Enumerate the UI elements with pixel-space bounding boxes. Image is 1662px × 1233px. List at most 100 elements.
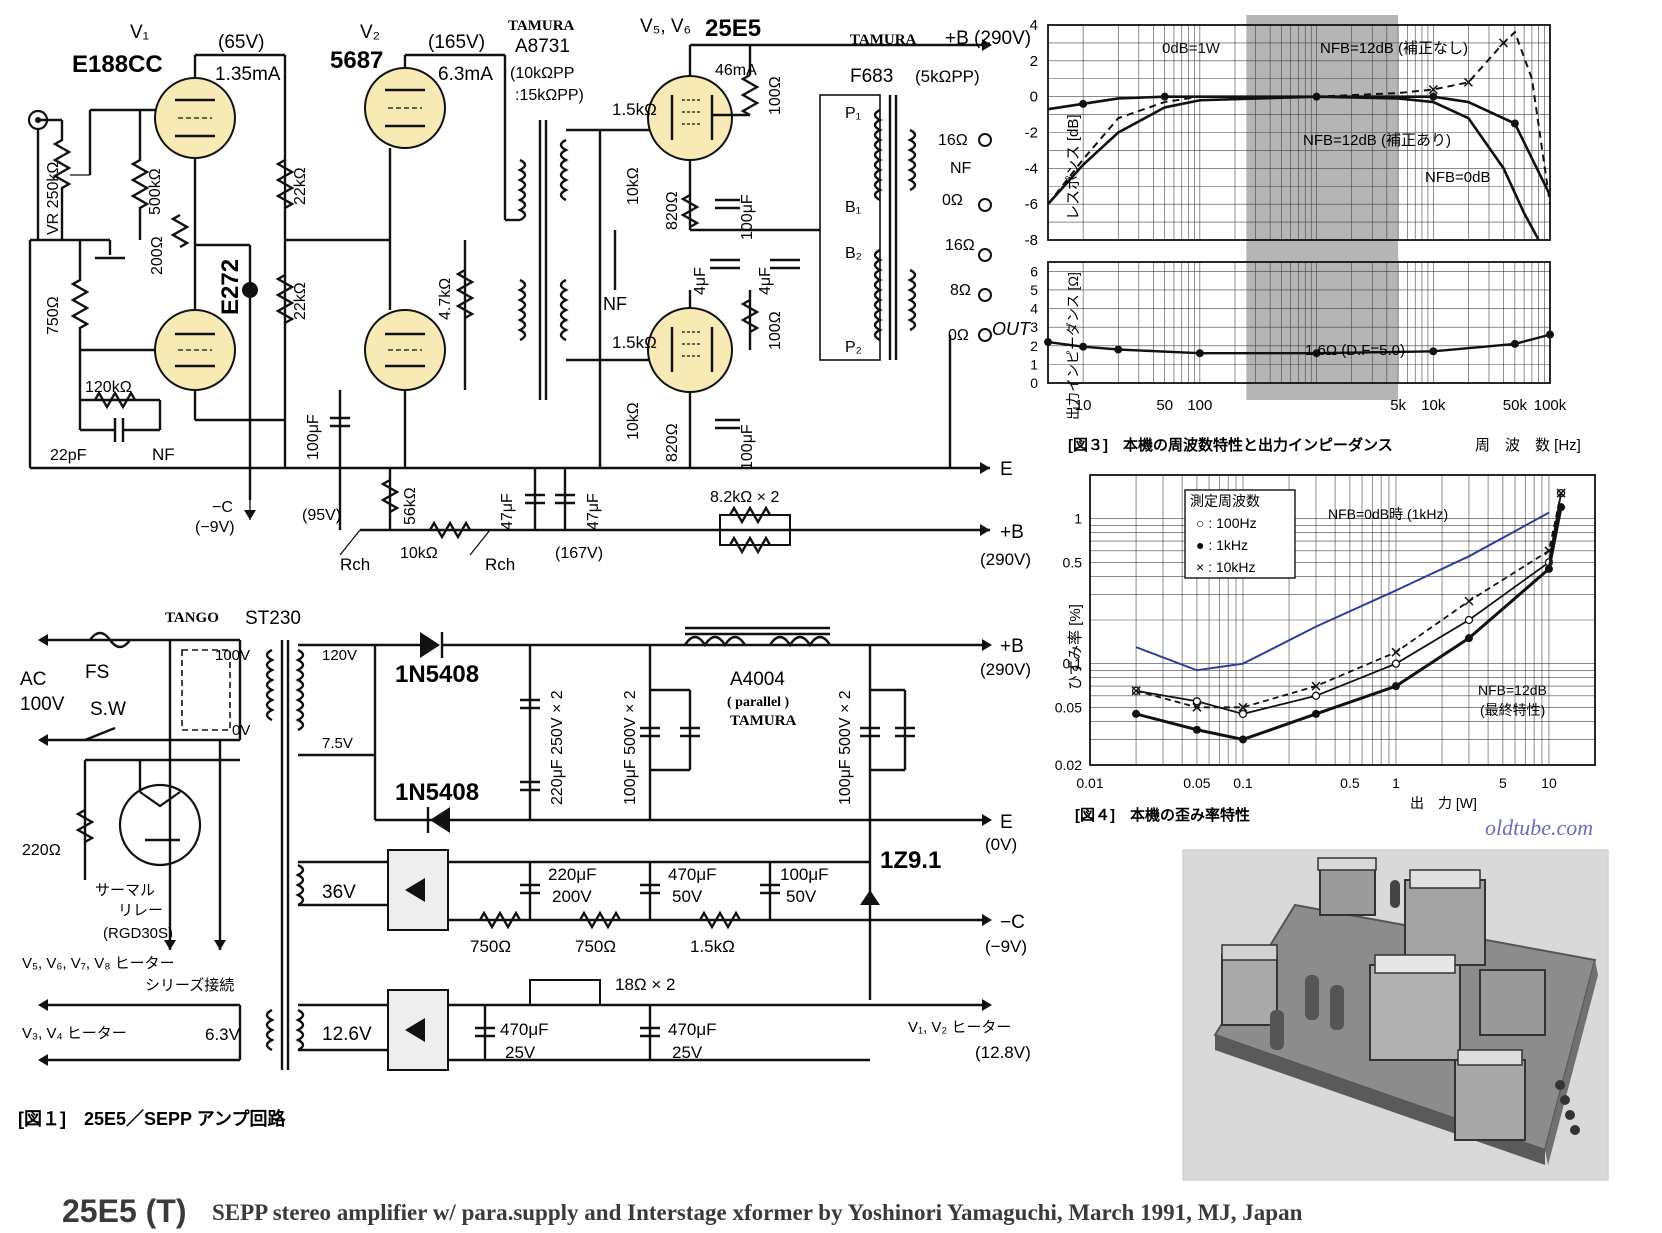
fig4-point bbox=[1311, 691, 1321, 700]
fig4-point bbox=[1131, 686, 1141, 696]
tapnf-label: NF bbox=[950, 160, 972, 177]
fig3-impedance-point bbox=[1510, 339, 1519, 348]
rch-b-label: Rch bbox=[485, 555, 515, 574]
fig3-impedance-point bbox=[1429, 347, 1438, 356]
diode1-label: 1N5408 bbox=[395, 661, 479, 688]
fig3-xtick: 50 bbox=[1156, 397, 1173, 414]
fig3-impedance-point bbox=[1195, 349, 1204, 358]
fig3-ytick-top: -8 bbox=[1025, 232, 1038, 249]
fig4-point bbox=[1238, 735, 1247, 744]
fuse-label: FS bbox=[85, 662, 109, 683]
c47u-b-label: 47μF bbox=[585, 493, 602, 530]
r100-b-label: 100Ω bbox=[767, 311, 784, 350]
fig3-ytick-bottom: 6 bbox=[1030, 263, 1038, 279]
r750-label: 750Ω bbox=[45, 296, 62, 335]
tube-v6-icon bbox=[647, 307, 733, 393]
fig3-ylabel-top: レスポンス [dB] bbox=[1065, 114, 1082, 220]
v1-volt-label: (65V) bbox=[218, 32, 264, 53]
tube-v5-icon bbox=[647, 75, 733, 161]
fig4-point bbox=[1464, 634, 1473, 643]
fig3-series-line bbox=[1047, 30, 1551, 205]
v56-current-label: 46mA bbox=[715, 62, 757, 79]
c470c-label: 470μF bbox=[668, 1020, 717, 1039]
choke-icon bbox=[683, 626, 832, 648]
fig4-point bbox=[1132, 709, 1141, 718]
c470c-v-label: 25V bbox=[672, 1043, 703, 1062]
psu-bplus-label: +B bbox=[1000, 636, 1024, 657]
fig3-ytick-bottom: 3 bbox=[1030, 319, 1038, 335]
pt-model-label: ST230 bbox=[245, 608, 301, 629]
fig3-caption: [図３] 本機の周波数特性と出力インピーダンス bbox=[1068, 436, 1393, 454]
footer-model: 25E5 (T) bbox=[62, 1193, 186, 1229]
r22k-b-label: 22kΩ bbox=[292, 282, 309, 320]
rch-a-label: Rch bbox=[340, 555, 370, 574]
c100c-v-label: 50V bbox=[786, 887, 817, 906]
tap16a-label: 16Ω bbox=[938, 132, 968, 149]
relay-type-label: (RGD30S) bbox=[103, 925, 173, 942]
b2-label: B₂ bbox=[845, 245, 862, 262]
fig3-xtick: 10 bbox=[1075, 397, 1092, 414]
fig3-xtick: 10k bbox=[1421, 397, 1446, 414]
r10k-a-label: 10kΩ bbox=[625, 167, 642, 205]
fig4-point bbox=[1391, 682, 1400, 691]
fig4-ann-nfb12b: (最終特性) bbox=[1480, 702, 1545, 718]
c100u-c-label: 100μF bbox=[739, 424, 756, 470]
ist-model-label: A8731 bbox=[515, 36, 570, 57]
fig3-ytick-bottom: 2 bbox=[1030, 338, 1038, 354]
fig4-series-line bbox=[1135, 511, 1550, 672]
c220b-v-label: 200V bbox=[552, 887, 592, 906]
negc-v-label: (−9V) bbox=[195, 519, 235, 536]
heater2-label: V₃, V₄ ヒーター bbox=[22, 1025, 127, 1042]
c470a-label: 470μF bbox=[668, 865, 717, 884]
fig4-series-line bbox=[1135, 492, 1562, 715]
diode-2-icon bbox=[430, 807, 450, 833]
fig4-xtick: 0.01 bbox=[1076, 775, 1103, 791]
r750b-label: 750Ω bbox=[575, 937, 616, 956]
c470b-v-label: 25V bbox=[505, 1043, 536, 1062]
tap0a-label: 0Ω bbox=[942, 192, 963, 209]
fig4-point bbox=[1311, 681, 1321, 691]
fig3-ytick-top: -2 bbox=[1025, 125, 1038, 142]
tap16b-label: 16Ω bbox=[945, 237, 975, 254]
fig4-xtick: 0.5 bbox=[1340, 775, 1360, 791]
fig4-ytick: 0.02 bbox=[1055, 757, 1082, 773]
v2-current-label: 6.3mA bbox=[438, 64, 493, 85]
bridge-rectifier-1-icon bbox=[387, 849, 449, 931]
p2-label: P₂ bbox=[845, 339, 862, 356]
amp-bplus-label: +B bbox=[1000, 522, 1024, 543]
fig3-point bbox=[1499, 38, 1509, 48]
r15k-b-label: 1.5kΩ bbox=[612, 333, 657, 352]
choke-model-label: A4004 bbox=[730, 669, 785, 690]
fig4-legend-1khz: ● : 1kHz bbox=[1196, 537, 1248, 553]
v2-label: V₂ bbox=[360, 22, 380, 43]
choke-parallel-label: ( parallel ) bbox=[727, 695, 790, 710]
fig3-impedance-point bbox=[1079, 342, 1088, 351]
ccs-diode-icon bbox=[242, 282, 258, 298]
e272-label: E272 bbox=[217, 259, 244, 315]
zener-label: 1Z9.1 bbox=[880, 847, 941, 874]
r15k-label: 1.5kΩ bbox=[690, 937, 735, 956]
psu-e-v-label: (0V) bbox=[985, 835, 1017, 854]
fig3-point bbox=[1429, 92, 1438, 101]
negc-label: −C bbox=[212, 499, 233, 516]
fig4-xtick: 10 bbox=[1541, 775, 1557, 791]
bplus-top-label: +B (290V) bbox=[945, 28, 1031, 49]
fig4-ytick: 0.05 bbox=[1055, 699, 1082, 715]
fig3-ytick-top: -6 bbox=[1025, 196, 1038, 213]
ist-spec1-label: (10kΩPP bbox=[510, 65, 574, 82]
v167-label: (167V) bbox=[555, 545, 603, 562]
heater3-v-label: (12.8V) bbox=[975, 1043, 1031, 1062]
thermal-relay-icon bbox=[118, 783, 202, 867]
c100u-a-label: 100μF bbox=[305, 414, 322, 460]
heater3-label: V₁, V₂ ヒーター bbox=[908, 1019, 1011, 1036]
r56k-label: 56kΩ bbox=[402, 487, 419, 525]
amp-e-label: E bbox=[1000, 459, 1013, 480]
fig3-ann-imp: 1.6Ω (D.F=5.0) bbox=[1305, 342, 1405, 359]
fig3-point bbox=[1463, 77, 1473, 87]
w36-label: 36V bbox=[322, 882, 356, 903]
tap-out-label: OUT bbox=[992, 319, 1032, 339]
fig4-legend-title: 測定周波数 bbox=[1190, 493, 1260, 509]
r820-b-label: 820Ω bbox=[664, 423, 681, 462]
